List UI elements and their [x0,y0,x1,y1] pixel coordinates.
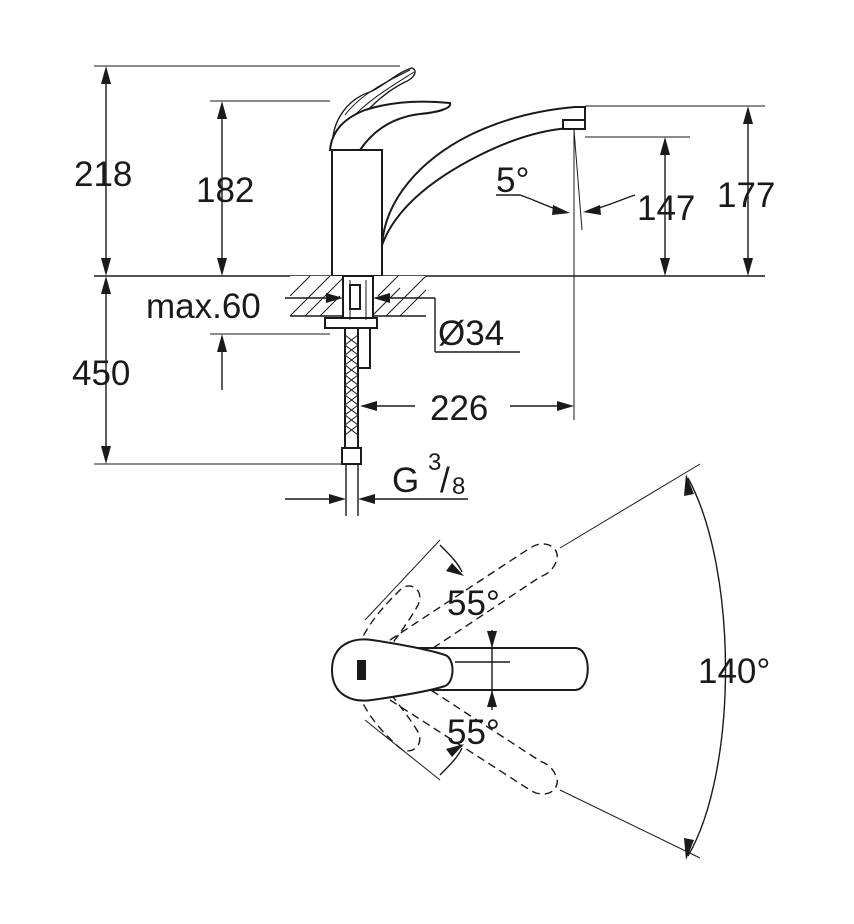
lever-rotated-up [354,585,421,661]
mounting-nut [324,317,378,329]
hoses [341,327,371,516]
lever-rotated-down [354,679,421,752]
spout-swivel-left [389,543,558,671]
dim-147 [660,137,670,276]
dim-177 [743,106,753,276]
label-226: 226 [430,389,488,428]
label-182: 182 [196,171,254,210]
label-g-slash: / [440,461,450,500]
label-147: 147 [637,189,695,228]
label-g-denominator: 8 [452,473,465,500]
outlet-axis-tilted [573,129,583,231]
label-55-down: 55° [447,713,500,752]
label-218: 218 [74,155,132,194]
label-max60: max.60 [146,287,261,326]
lever-indicator [357,660,366,680]
dim-140 [559,463,727,860]
dim-5-degree [496,194,636,215]
label-177: 177 [717,176,775,215]
top-view [330,463,727,860]
lever-top [330,638,454,702]
lever-raised-outline [331,67,416,152]
spout [381,106,586,246]
dim-g38 [285,494,468,504]
spout-outlet [562,119,586,130]
label-140: 140° [698,652,770,691]
label-55-up: 55° [447,584,500,623]
lever-closed [328,100,452,151]
label-g-connection: G [392,461,419,500]
dim-226 [360,401,574,411]
dim-218 [101,66,111,276]
label-5-degree: 5° [496,161,529,200]
dim-max60 [285,293,520,353]
label-450: 450 [72,354,130,393]
faucet-body [331,149,383,277]
label-diameter-34: Ø34 [438,314,504,353]
side-view [94,65,765,516]
dim-450 [101,276,227,464]
label-g-numerator: 3 [428,449,441,476]
spout-swivel-right [389,669,558,795]
dim-182 [217,101,227,276]
